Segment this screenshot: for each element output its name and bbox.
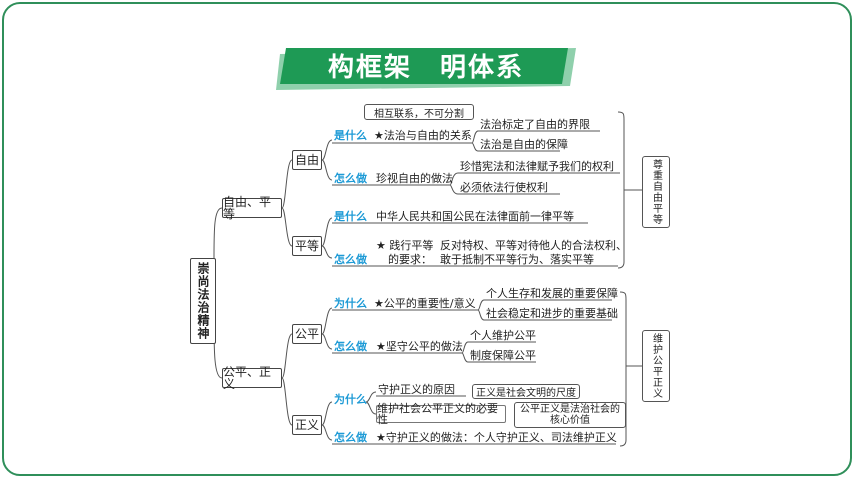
justice-callout-1: 正义是社会文明的尺度 xyxy=(472,384,580,399)
side-box-bottom-text: 维护公平正义 xyxy=(650,333,662,399)
fairness-why-item: ★公平的重要性/意义 xyxy=(374,297,476,310)
justice-callout-2: 公平正义是法治社会的核心价值 xyxy=(514,402,626,428)
branch-freedom-equality-label: 自由、平等 xyxy=(223,195,272,221)
root-node: 崇尚法治精神 xyxy=(190,258,216,344)
equality-how-item-2: 的要求： xyxy=(388,253,432,266)
freedom-what-1: 法治标定了自由的界限 xyxy=(480,118,590,131)
justice-why-item-2-box: 维护社会公平正义的必要性 xyxy=(376,402,506,426)
fairness-how-1: 个人维护公平 xyxy=(470,329,536,342)
fairness-how-2: 制度保障公平 xyxy=(470,349,536,362)
side-box-top: 尊重自由平等 xyxy=(642,156,670,228)
node-freedom: 自由 xyxy=(292,150,322,170)
fairness-why-2: 社会稳定和进步的重要基础 xyxy=(486,307,618,320)
branch-fairness-justice: 公平、正义 xyxy=(222,365,282,391)
fairness-why-1: 个人生存和发展的重要保障 xyxy=(486,287,618,300)
justice-why-item-2: 维护社会公平正义的必要性 xyxy=(377,402,498,426)
side-box-top-text: 尊重自由平等 xyxy=(650,159,662,225)
freedom-what-question: 是什么 xyxy=(334,129,367,142)
freedom-what-item: ★法治与自由的关系 xyxy=(374,129,472,142)
node-fairness-label: 公平 xyxy=(294,327,319,341)
freedom-how-item: 珍视自由的做法 xyxy=(376,172,453,185)
node-equality-label: 平等 xyxy=(294,239,319,253)
root-label: 崇尚法治精神 xyxy=(196,262,210,340)
freedom-callout-text: 相互联系，不可分割 xyxy=(374,108,464,120)
equality-how-question: 怎么做 xyxy=(334,253,367,266)
freedom-what-2: 法治是自由的保障 xyxy=(480,138,568,151)
freedom-how-question: 怎么做 xyxy=(334,172,367,185)
fairness-why-question: 为什么 xyxy=(334,297,367,310)
justice-how-item: ★守护正义的做法：个人守护正义、司法维护正义 xyxy=(376,431,617,444)
side-box-bottom: 维护公平正义 xyxy=(642,330,670,402)
node-justice: 正义 xyxy=(292,415,322,435)
node-fairness: 公平 xyxy=(292,324,322,344)
freedom-how-1: 珍惜宪法和法律赋予我们的权利 xyxy=(460,160,614,173)
node-justice-label: 正义 xyxy=(294,418,319,432)
justice-why-item-1: 守护正义的原因 xyxy=(378,383,455,396)
fairness-how-item: ★坚守公平的做法 xyxy=(376,340,463,353)
justice-how-question: 怎么做 xyxy=(334,431,367,444)
justice-callout-2-text: 公平正义是法治社会的核心价值 xyxy=(520,403,620,427)
node-freedom-label: 自由 xyxy=(294,153,319,167)
justice-callout-1-text: 正义是社会文明的尺度 xyxy=(476,388,576,399)
equality-how-1: 反对特权、平等对待他人的合法权利、 xyxy=(440,239,627,252)
slide-frame xyxy=(2,2,852,476)
equality-what-item: 中华人民共和国公民在法律面前一律平等 xyxy=(376,210,574,223)
freedom-how-2: 必须依法行使权利 xyxy=(460,181,548,194)
title-ribbon xyxy=(276,48,576,90)
fairness-how-question: 怎么做 xyxy=(334,340,367,353)
justice-why-question: 为什么 xyxy=(334,393,367,406)
equality-what-question: 是什么 xyxy=(334,210,367,223)
branch-freedom-equality: 自由、平等 xyxy=(222,195,282,221)
freedom-callout: 相互联系，不可分割 xyxy=(364,104,474,120)
equality-how-2: 敢于抵制不平等行为、落实平等 xyxy=(440,253,594,266)
page-title: 构框架 明体系 xyxy=(327,53,524,83)
node-equality: 平等 xyxy=(292,236,322,256)
equality-how-item-1: ★ 践行平等 xyxy=(376,239,434,252)
branch-fairness-justice-label: 公平、正义 xyxy=(223,365,272,391)
